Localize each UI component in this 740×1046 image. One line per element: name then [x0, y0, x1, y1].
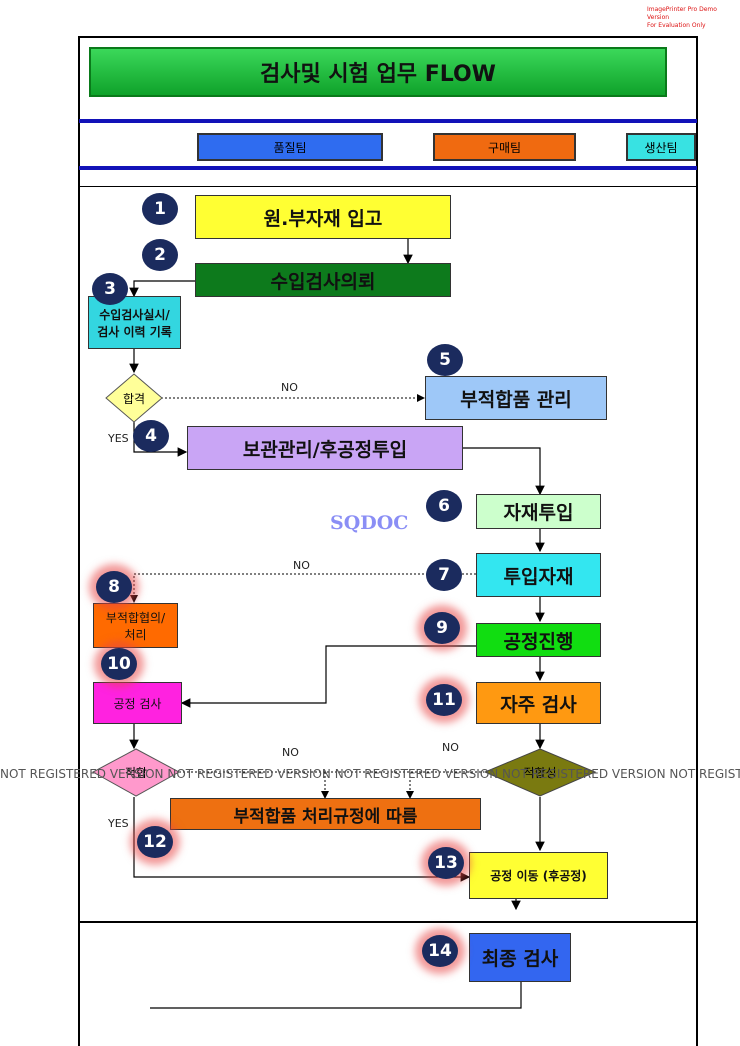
step-11-self-inspection: 자주 검사 — [476, 682, 601, 724]
step-4-storage-management: 보관관리/후공정투입 — [187, 426, 463, 470]
step-13-process-move: 공정 이동 (후공정) — [469, 852, 608, 899]
step-9-process: 공정진행 — [476, 623, 601, 657]
step-3-incoming-inspection: 수입검사실시/ 검사 이력 기록 — [88, 296, 181, 349]
step-number-14: 14 — [422, 935, 458, 967]
demo-notice-line2: For Evaluation Only — [647, 22, 706, 29]
step-3-line2: 검사 이력 기록 — [97, 324, 172, 339]
divider-line-lower — [79, 921, 697, 923]
step-number-12: 12 — [137, 826, 173, 858]
step-number-8: 8 — [96, 571, 132, 603]
sqdoc-logo: SQDOC — [330, 512, 409, 534]
team-purchase: 구매팀 — [433, 133, 576, 161]
step-10-process-inspection: 공정 검사 — [93, 682, 182, 724]
label-no-input: NO — [293, 559, 310, 572]
step-8-line1: 부적합협의/ — [105, 610, 166, 625]
demo-notice-line1: ImagePrinter Pro Demo Version — [647, 6, 717, 21]
arrow-no-8 — [130, 573, 476, 603]
page-title: 검사및 시험 업무 FLOW — [89, 47, 667, 97]
step-12-nonconforming-rule: 부적합품 처리규정에 따름 — [170, 798, 481, 830]
label-no-right: NO — [442, 741, 459, 754]
step-1-material-receipt: 원.부자재 입고 — [195, 195, 451, 239]
step-number-2: 2 — [142, 239, 178, 271]
team-production: 생산팀 — [626, 133, 696, 161]
step-3-line1: 수입검사실시/ — [99, 307, 170, 322]
decision-suitable-left-label: 적합 — [124, 766, 148, 780]
arrow-2-3 — [129, 280, 195, 298]
step-6-material-input: 자재투입 — [476, 494, 601, 529]
step-number-13: 13 — [428, 847, 464, 879]
arrow-yes-13 — [133, 797, 471, 882]
label-yes-left: YES — [108, 817, 129, 830]
page-frame — [78, 36, 698, 1046]
step-number-9: 9 — [424, 612, 460, 644]
demo-notice: ImagePrinter Pro Demo Version For Evalua… — [647, 6, 740, 30]
step-7-input-material: 투입자재 — [476, 553, 601, 597]
team-quality: 품질팀 — [197, 133, 383, 161]
arrow-4-6 — [463, 447, 545, 496]
step-number-10: 10 — [101, 648, 137, 680]
divider-top — [79, 119, 697, 123]
step-8-nonconforming-consult: 부적합협의/ 처리 — [93, 603, 178, 648]
decision-pass-shape — [105, 373, 163, 423]
step-8-line2: 처리 — [124, 627, 147, 642]
watermark-text: NOT REGISTERED VERSION NOT REGISTERED VE… — [0, 767, 740, 781]
step-2-inspection-request: 수입검사의뢰 — [195, 263, 451, 297]
step-number-4: 4 — [133, 420, 169, 452]
step-number-3: 3 — [92, 273, 128, 305]
decision-suitable-right-label: 적합성 — [523, 766, 557, 780]
step-number-6: 6 — [426, 490, 462, 522]
arrow-9-10 — [180, 645, 476, 708]
step-number-1: 1 — [142, 193, 178, 225]
step-number-11: 11 — [426, 684, 462, 716]
label-no-pass: NO — [281, 381, 298, 394]
decision-suitable-left-shape — [92, 748, 180, 797]
divider-line — [79, 186, 697, 187]
label-yes-pass: YES — [108, 432, 129, 445]
step-5-nonconforming-mgmt: 부적합품 관리 — [425, 376, 607, 420]
decision-pass-label: 합격 — [122, 391, 146, 406]
label-no-left: NO — [282, 746, 299, 759]
line-14-down — [150, 982, 522, 1009]
step-number-7: 7 — [426, 559, 462, 591]
step-14-final-inspection: 최종 검사 — [469, 933, 571, 982]
divider-bottom — [79, 166, 697, 170]
decision-suitable-right-shape — [484, 748, 596, 797]
step-number-5: 5 — [427, 344, 463, 376]
